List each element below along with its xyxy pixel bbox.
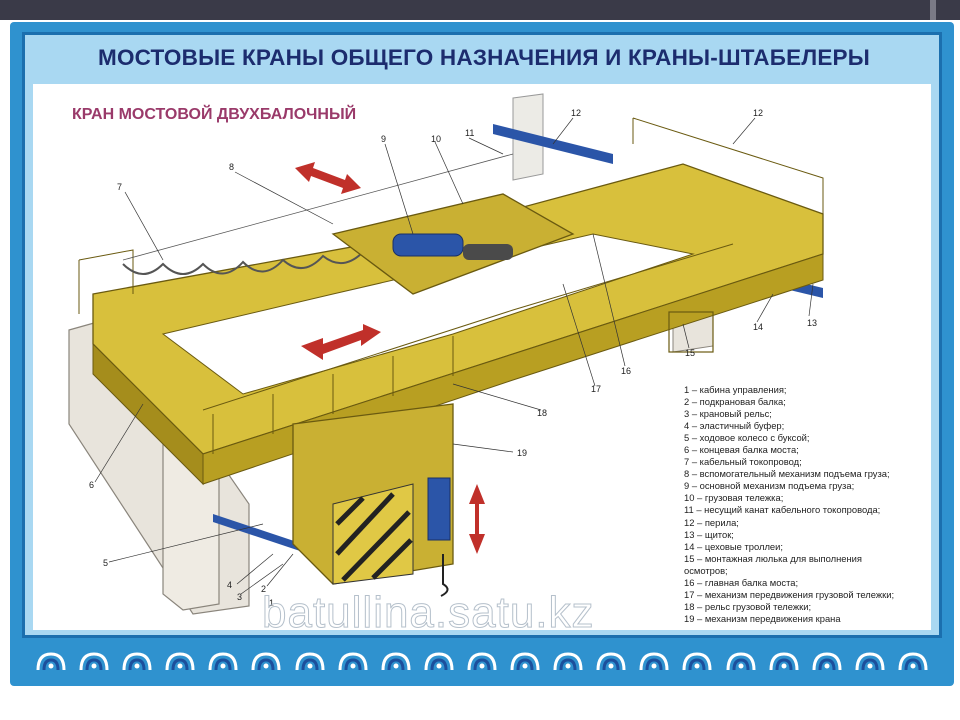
top-bar (0, 0, 960, 20)
legend-item: 3 – крановый рельс; (684, 408, 772, 420)
leader-lines (94, 117, 814, 595)
ornament-motif-icon (381, 652, 411, 671)
ornament-motif-icon (898, 652, 928, 671)
hoist-motor (463, 244, 513, 260)
ornament-motif-icon (251, 652, 281, 671)
legend-item: 9 – основной механизм подъема груза; (684, 480, 855, 492)
ornament-motif-icon (726, 652, 755, 671)
callout-4: 4 (227, 580, 232, 590)
legend: 1 – кабина управления; 2 – подкрановая б… (684, 384, 924, 625)
legend-item: 16 – главная балка моста; (684, 576, 799, 588)
ornament-motif-icon (165, 652, 195, 671)
ornament-motif-icon (510, 652, 540, 671)
callout-11: 11 (465, 128, 474, 138)
callout-8: 8 (229, 162, 234, 172)
hoist-drum (392, 233, 464, 257)
movement-arrows (295, 162, 485, 554)
arrow-hoist (469, 484, 485, 554)
arrow-bridge-travel (295, 162, 361, 194)
legend-item: 19 – механизм передвижения крана (684, 612, 841, 624)
callout-15: 15 (685, 348, 695, 358)
ornament-motif-icon (424, 652, 454, 671)
callout-12a: 12 (571, 108, 581, 118)
ornament-motif-icon (36, 652, 66, 671)
legend-item: 4 – эластичный буфер; (684, 420, 785, 432)
callout-13: 13 (807, 318, 817, 328)
callout-19: 19 (517, 448, 527, 458)
diagram-subtitle: КРАН МОСТОВОЙ ДВУХБАЛОЧНЫЙ (72, 106, 357, 123)
ornament-motif-icon (467, 652, 497, 671)
ornament-motif-icon (769, 652, 799, 671)
legend-item: 2 – подкрановая балка; (684, 396, 786, 408)
legend-item: 1 – кабина управления; (684, 384, 787, 395)
cabin-window (427, 477, 451, 541)
callout-7: 7 (117, 182, 122, 192)
crane-illustration: 7 8 9 10 11 12 12 13 14 15 16 17 18 19 6… (68, 93, 824, 615)
end-girder-side (92, 342, 204, 486)
callout-2: 2 (261, 584, 266, 594)
legend-item: осмотров; (684, 564, 728, 576)
legend-item: 6 – концевая балка моста; (684, 444, 799, 456)
maintenance-cradle (668, 311, 714, 353)
legend-item: 17 – механизм передвижения грузовой теле… (684, 588, 895, 600)
cable-festoon (122, 251, 364, 275)
legend-item: 5 – ходовое колесо с буксой; (684, 432, 810, 444)
callout-3: 3 (237, 592, 242, 602)
ornament-motif-icon (596, 652, 626, 671)
top-bar-gap (930, 0, 936, 20)
legend-item: 7 – кабельный токопровод; (684, 456, 802, 468)
ornament-motif-icon (79, 652, 109, 671)
poster-title: МОСТОВЫЕ КРАНЫ ОБЩЕГО НАЗНАЧЕНИЯ И КРАНЫ… (98, 45, 870, 70)
legend-item: 8 – вспомогательный механизм подъема гру… (684, 468, 890, 480)
railings (78, 117, 824, 454)
legend-item: 18 – рельс грузовой тележки; (684, 600, 812, 612)
callout-1: 1 (269, 598, 274, 608)
legend-item: 13 – щиток; (684, 528, 734, 540)
ornament-motif-icon (812, 652, 842, 671)
callout-18: 18 (537, 408, 547, 418)
legend-item: 15 – монтажная люлька для выполнения (684, 552, 862, 564)
callout-6: 6 (89, 480, 94, 490)
ornament-motif-icon (295, 652, 325, 671)
callout-10: 10 (431, 134, 441, 144)
callout-9: 9 (381, 134, 386, 144)
watermark: batullina.satu.kz (262, 588, 595, 638)
ornament-motif-icon (855, 652, 885, 671)
legend-item: 12 – перила; (684, 516, 739, 528)
ornament-motif-icon (553, 652, 583, 671)
callout-16: 16 (621, 366, 631, 376)
callout-5: 5 (103, 558, 108, 568)
ornament-motif-icon (639, 652, 669, 671)
legend-item: 10 – грузовая тележка; (684, 492, 784, 504)
arrow-trolley-travel (301, 324, 381, 360)
legend-item: 11 – несущий канат кабельного токопровод… (684, 504, 881, 516)
callout-17: 17 (591, 384, 601, 394)
cabin-stripes (335, 492, 413, 582)
bridge-opening (161, 233, 695, 395)
ornament-motif-icon (208, 652, 238, 671)
hook-icon (440, 554, 449, 597)
callout-12b: 12 (753, 108, 763, 118)
ornament-motif-icon (122, 652, 152, 671)
ornament-border (34, 646, 930, 676)
legend-item: 14 – цеховые троллеи; (684, 540, 783, 552)
callout-14: 14 (753, 322, 763, 332)
cable-wire (122, 153, 514, 261)
ornament-motif-icon (338, 652, 368, 671)
ornament-motif-icon (682, 652, 712, 671)
